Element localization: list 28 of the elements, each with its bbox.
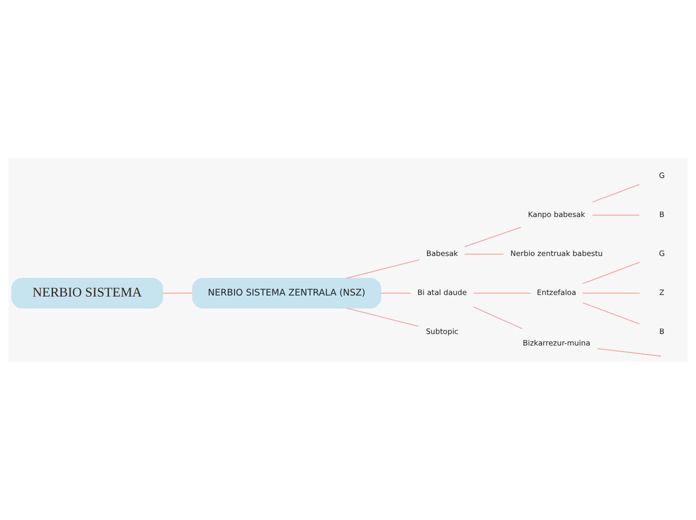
node-box: NERBIO SISTEMA	[11, 278, 164, 309]
connector	[597, 348, 662, 357]
connector	[473, 306, 523, 330]
connector	[464, 254, 504, 255]
connector	[346, 308, 419, 327]
node-text: Babesak	[426, 249, 458, 258]
node-text: Bizkarrezur-muina	[522, 338, 590, 348]
node-text: Kanpo babesak	[528, 210, 586, 220]
node-text: Z	[659, 288, 664, 297]
node-text: Bi atal daude	[417, 288, 467, 297]
connector	[162, 292, 193, 294]
node-box: NERBIO SISTEMA ZENTRALA (NSZ)	[192, 278, 382, 309]
node-text: Nerbio zentruak babestu	[510, 249, 603, 258]
node-text: G	[658, 171, 665, 180]
connector	[473, 292, 531, 294]
node-text: G	[658, 249, 665, 258]
node-text: Subtopic	[426, 326, 458, 336]
connector	[592, 214, 640, 216]
node-text: B	[659, 326, 664, 336]
connector	[346, 259, 420, 279]
connector	[380, 292, 411, 294]
node-text: Entzefaloa	[536, 288, 576, 297]
node-text: B	[659, 210, 664, 220]
connector	[582, 302, 640, 324]
connector	[464, 226, 522, 248]
connector	[592, 184, 640, 202]
connector	[582, 292, 640, 294]
connector	[582, 262, 640, 284]
